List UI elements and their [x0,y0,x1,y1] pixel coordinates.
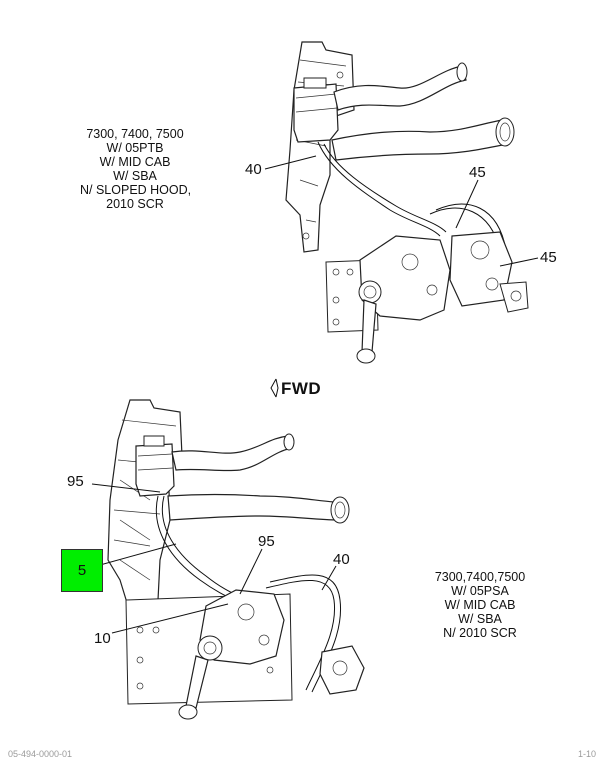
callout-45-top[interactable]: 45 [469,164,486,181]
note-line: W/ MID CAB [444,598,516,612]
lower-hose-2 [167,493,339,521]
upper-applicability-note: 7300, 7400, 7500 W/ 05PTB W/ MID CAB W/ … [80,127,192,211]
upper-assembly [285,41,529,364]
callout-40-lower[interactable]: 40 [333,551,350,568]
note-line: W/ 05PTB [106,141,164,155]
lower-reservoir [135,443,175,497]
note-line: W/ SBA [113,169,157,183]
lower-leader-lines [91,483,337,634]
callout-10[interactable]: 10 [94,630,111,647]
fwd-direction-label: FWD [281,379,322,398]
lower-applicability-note: 7300,7400,7500 W/ 05PSA W/ MID CAB W/ SB… [425,570,535,640]
footer-document-id: 05-494-0000-01 [8,749,73,759]
note-line: W/ SBA [458,612,502,626]
upper-hose-1 [333,65,467,111]
note-line: N/ 2010 SCR [443,626,517,640]
note-line: N/ SLOPED HOOD, [80,183,192,197]
highlighted-callout-5[interactable]: 5 [61,549,103,592]
upper-hose-2 [331,119,509,161]
note-line: W/ 05PSA [451,584,509,598]
callout-95-center[interactable]: 95 [258,533,275,550]
callout-95-left[interactable]: 95 [67,473,84,490]
footer-page-number: 1-10 [578,749,597,759]
upper-reservoir [293,83,339,143]
lower-hose-1 [171,435,293,472]
fwd-arrow-icon [270,378,279,398]
callout-45-right[interactable]: 45 [540,249,557,266]
highlighted-callout-label: 5 [77,562,87,579]
upper-pitman-arm [361,299,377,353]
note-line: 7300,7400,7500 [434,570,526,584]
callout-40-upper[interactable]: 40 [245,161,262,178]
lower-pump [319,645,365,695]
note-line: W/ MID CAB [99,155,171,169]
upper-leader-lines [264,155,539,267]
note-line: 2010 SCR [106,197,164,211]
lower-assembly [107,399,365,720]
note-line: 7300, 7400, 7500 [86,127,184,141]
